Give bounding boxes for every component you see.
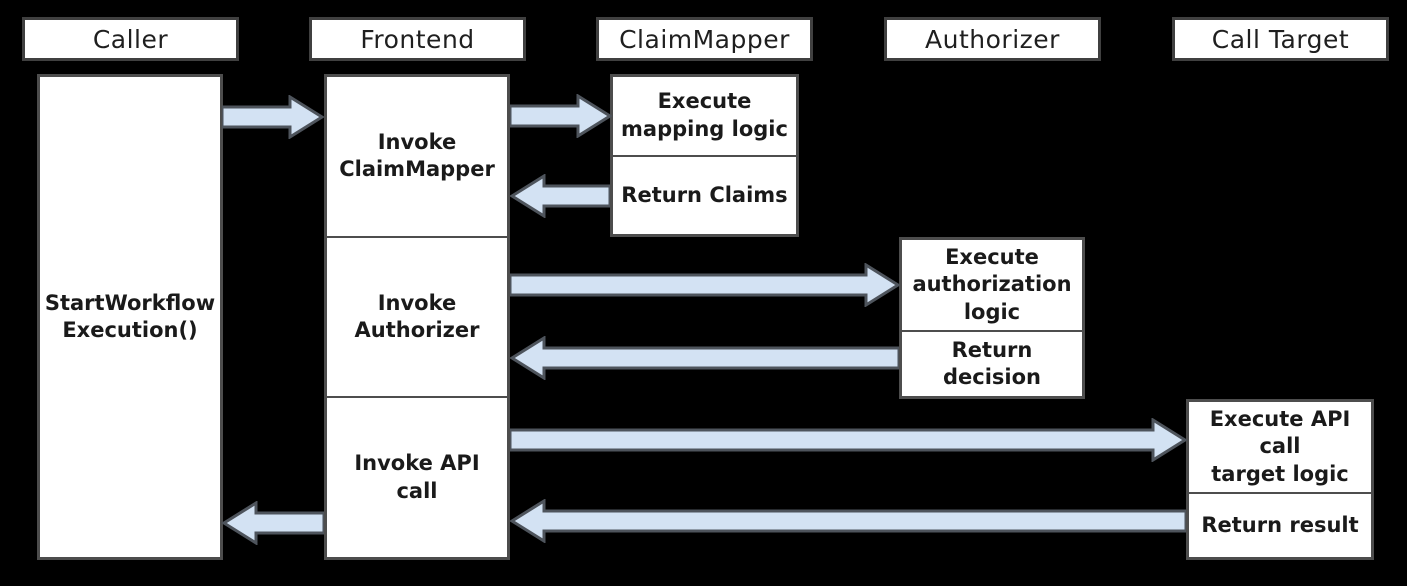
- lane-header-frontend: Frontend: [309, 17, 526, 61]
- lane-header-calltarget: Call Target: [1172, 17, 1389, 61]
- activation-caller: StartWorkflow Execution(): [37, 74, 223, 560]
- cell-execute-api-call-target-logic: Execute API call target logic: [1209, 407, 1351, 486]
- cell-invoke-claimmapper: Invoke ClaimMapper: [339, 130, 495, 182]
- cell-invoke-api-call: Invoke API call: [327, 396, 507, 557]
- arrow-caller-to-frontend-icon: [222, 95, 324, 139]
- arrow-frontend-to-calltarget-icon: [510, 418, 1187, 462]
- cell-execute-authorization-logic: Execute authorization logic: [912, 245, 1072, 324]
- arrow-claimmapper-to-frontend-icon: [510, 174, 610, 218]
- arrow-frontend-to-authorizer-icon: [510, 263, 900, 307]
- cell-return-claims: Return Claims: [613, 154, 796, 235]
- arrow-frontend-to-claimmapper-icon: [510, 94, 612, 138]
- cell-return-decision: Return decision: [902, 329, 1082, 396]
- cell-return-result: Return result: [1189, 491, 1371, 557]
- lane-header-caller: Caller: [22, 17, 239, 61]
- cell-execute-mapping-logic: Execute mapping logic: [621, 89, 788, 141]
- arrow-authorizer-to-frontend-icon: [510, 336, 899, 380]
- cell-invoke-authorizer: Invoke Authorizer: [327, 235, 507, 397]
- arrow-frontend-to-caller-icon: [221, 501, 324, 545]
- activation-claimmapper: Execute mapping logic Return Claims: [610, 74, 799, 237]
- activation-frontend: Invoke ClaimMapper Invoke Authorizer Inv…: [324, 74, 510, 560]
- arrow-calltarget-to-frontend-icon: [510, 499, 1186, 543]
- cell-startworkflowexecution: StartWorkflow Execution(): [44, 290, 216, 342]
- activation-calltarget: Execute API call target logic Return res…: [1186, 399, 1374, 560]
- activation-authorizer: Execute authorization logic Return decis…: [899, 237, 1085, 399]
- lane-header-authorizer: Authorizer: [884, 17, 1101, 61]
- lane-header-claimmapper: ClaimMapper: [596, 17, 813, 61]
